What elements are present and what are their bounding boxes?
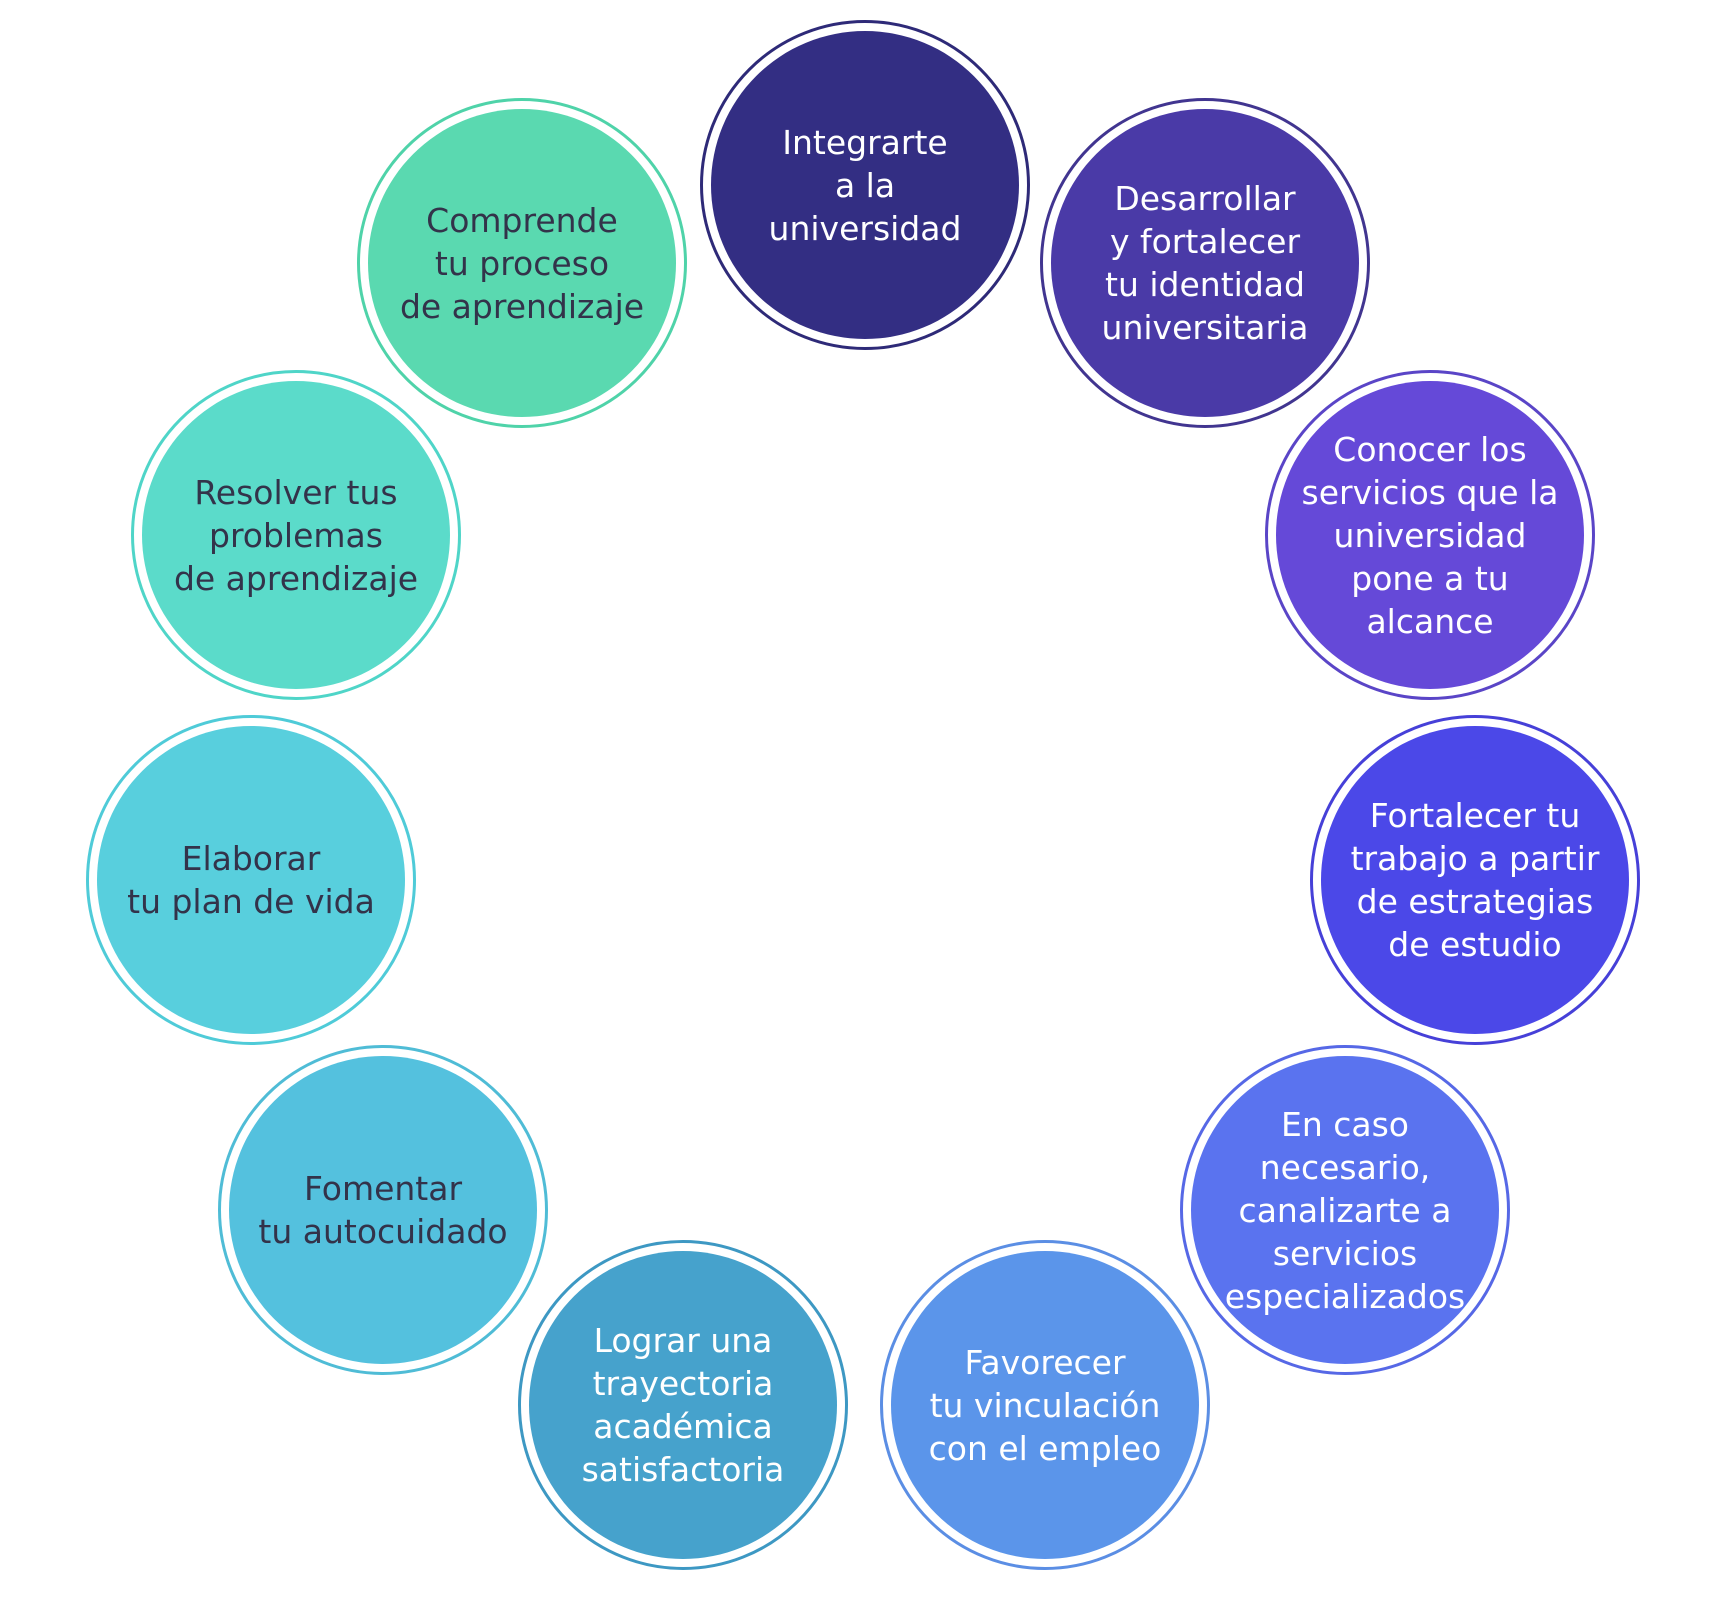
node-circle: Comprende tu proceso de aprendizaje [368, 109, 676, 417]
node-circle: Fomentar tu autocuidado [229, 1056, 537, 1364]
node-proceso-aprendizaje: Comprende tu proceso de aprendizaje [357, 98, 687, 428]
node-label: Desarrollar y fortalecer tu identidad un… [1101, 179, 1309, 347]
node-plan-de-vida: Elaborar tu plan de vida [86, 715, 416, 1045]
node-label: Fortalecer tu trabajo a partir de estrat… [1350, 796, 1600, 964]
node-circle: Resolver tus problemas de aprendizaje [142, 381, 450, 689]
node-circle: Lograr una trayectoria académica satisfa… [529, 1251, 837, 1559]
node-circle: Elaborar tu plan de vida [97, 726, 405, 1034]
node-circle: Integrarte a la universidad [711, 31, 1019, 339]
node-circle: En caso necesario, canalizarte a servici… [1191, 1056, 1499, 1364]
node-estrategias-estudio: Fortalecer tu trabajo a partir de estrat… [1310, 715, 1640, 1045]
node-label: Elaborar tu plan de vida [127, 839, 375, 921]
node-circle: Desarrollar y fortalecer tu identidad un… [1051, 109, 1359, 417]
node-label: Comprende tu proceso de aprendizaje [399, 200, 645, 326]
node-label: Fomentar tu autocuidado [258, 1169, 508, 1251]
node-label: En caso necesario, canalizarte a servici… [1224, 1104, 1466, 1316]
node-circle: Fortalecer tu trabajo a partir de estrat… [1321, 726, 1629, 1034]
node-servicios-universidad: Conocer los servicios que la universidad… [1265, 370, 1595, 700]
node-label: Resolver tus problemas de aprendizaje [173, 472, 419, 598]
node-trayectoria-academica: Lograr una trayectoria académica satisfa… [518, 1240, 848, 1570]
node-servicios-especializados: En caso necesario, canalizarte a servici… [1180, 1045, 1510, 1375]
node-label: Lograr una trayectoria académica satisfa… [581, 1321, 785, 1489]
node-autocuidado: Fomentar tu autocuidado [218, 1045, 548, 1375]
node-circle: Conocer los servicios que la universidad… [1276, 381, 1584, 689]
node-problemas-aprendizaje: Resolver tus problemas de aprendizaje [131, 370, 461, 700]
node-integrarte-universidad: Integrarte a la universidad [700, 20, 1030, 350]
node-vinculacion-empleo: Favorecer tu vinculación con el empleo [880, 1240, 1210, 1570]
node-circle: Favorecer tu vinculación con el empleo [891, 1251, 1199, 1559]
node-identidad-universitaria: Desarrollar y fortalecer tu identidad un… [1040, 98, 1370, 428]
node-label: Conocer los servicios que la universidad… [1301, 429, 1559, 641]
node-label: Favorecer tu vinculación con el empleo [928, 1342, 1162, 1468]
node-label: Integrarte a la universidad [768, 122, 962, 248]
